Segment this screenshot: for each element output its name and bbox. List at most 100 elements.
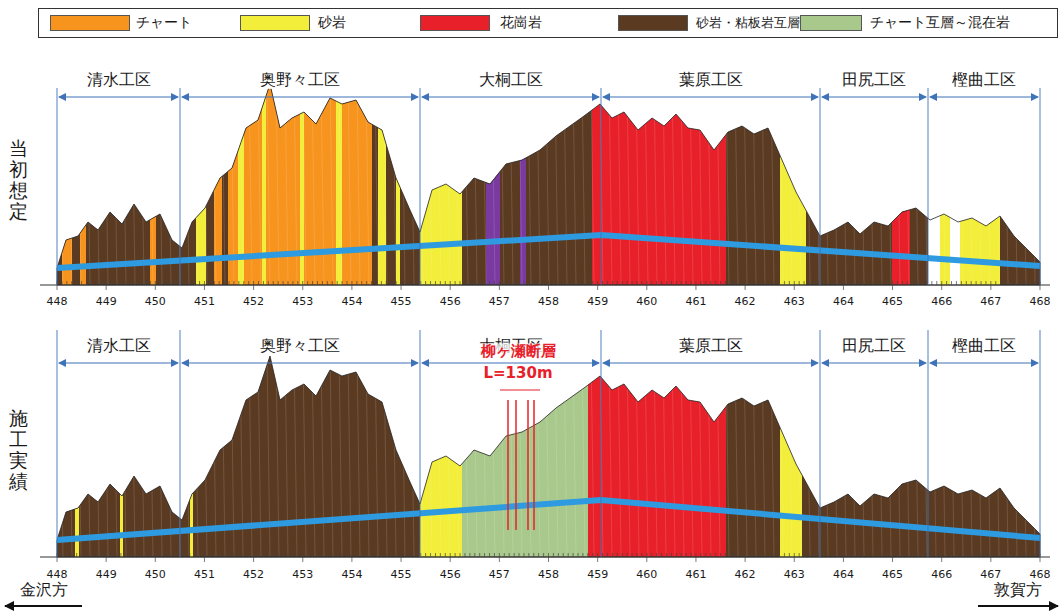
texture-stroke [546, 80, 549, 285]
section-boundary [57, 330, 58, 557]
axis-tick [430, 553, 431, 557]
axis-tick [676, 553, 677, 557]
axis-tick [248, 281, 249, 285]
axis-tick [1020, 553, 1021, 557]
axis-tick [892, 281, 893, 290]
axis-tick [553, 281, 554, 285]
texture-stroke [573, 80, 576, 285]
axis-tick [651, 553, 652, 557]
texture-stroke [222, 80, 225, 285]
axis-tick [1030, 553, 1031, 557]
axis-tick [106, 553, 107, 562]
texture-stroke [168, 352, 171, 557]
axis-tick [592, 553, 593, 557]
rock-band [726, 332, 780, 562]
texture-stroke [429, 80, 432, 285]
axis-tick [278, 281, 279, 285]
texture-stroke [753, 80, 756, 285]
axis-tick [740, 281, 741, 285]
axis-tick [612, 281, 613, 285]
axis-tick [489, 281, 490, 285]
axis-tick [823, 281, 824, 285]
texture-stroke [519, 80, 522, 285]
ground-outline [57, 84, 1040, 285]
texture-stroke [951, 80, 954, 285]
axis-tick [342, 281, 343, 285]
texture-stroke [924, 80, 927, 285]
texture-stroke [546, 352, 549, 557]
axis-tick [710, 281, 711, 285]
texture-stroke [438, 80, 441, 285]
axis-tick [170, 281, 171, 285]
rock-band [806, 60, 820, 290]
axis-tick [636, 281, 637, 285]
axis-tick [288, 281, 289, 285]
axis-tick [764, 281, 765, 285]
texture-stroke [87, 352, 90, 557]
axis-tick [302, 281, 303, 290]
axis-tick [509, 281, 510, 285]
rock-band [588, 332, 726, 562]
texture-stroke [564, 80, 567, 285]
texture-stroke [69, 80, 72, 285]
axis-tick [946, 281, 947, 285]
axis-tick [243, 281, 244, 285]
axis-tick [332, 553, 333, 557]
texture-stroke [843, 352, 846, 557]
axis-tick [794, 553, 795, 562]
legend-swatch [50, 15, 130, 31]
texture-stroke [294, 352, 297, 557]
rock-band [592, 60, 726, 290]
section-span-arrow [59, 362, 178, 363]
axis-tick [312, 281, 313, 285]
axis-tick [695, 553, 696, 562]
axis-tick [229, 281, 230, 285]
axis-tick [189, 281, 190, 285]
axis-tick [514, 553, 515, 557]
axis-tick [327, 281, 328, 285]
section-name: 葉原工区 [676, 71, 746, 89]
axis-tick [145, 553, 146, 557]
axis-tick [813, 281, 814, 285]
chainage-number: 449 [96, 569, 117, 582]
texture-stroke [384, 352, 387, 557]
rock-band [150, 60, 156, 290]
legend-text: 砂岩 [318, 14, 346, 32]
axis-tick [317, 553, 318, 557]
texture-stroke [177, 80, 180, 285]
axis-tick [582, 553, 583, 557]
rock-band [57, 60, 180, 290]
axis-tick [941, 553, 942, 562]
texture-stroke [150, 80, 153, 285]
axis-tick [705, 281, 706, 285]
rock-band [520, 60, 526, 290]
axis-tick [656, 281, 657, 285]
direction-label: 金沢方 [20, 581, 68, 599]
axis-tick [155, 281, 156, 290]
texture-stroke [852, 352, 855, 557]
axis-tick [312, 553, 313, 557]
texture-stroke [645, 80, 648, 285]
axis-tick [440, 281, 441, 285]
axis-tick [371, 553, 372, 557]
axis-tick [410, 281, 411, 285]
axis-tick [838, 281, 839, 285]
axis-tick [86, 553, 87, 557]
axis-tick [278, 553, 279, 557]
axis-tick [415, 553, 416, 557]
texture-stroke [528, 352, 531, 557]
section-boundary [420, 88, 421, 285]
chainage-number: 467 [980, 296, 1001, 309]
rock-band [196, 60, 206, 290]
fault-line [515, 400, 517, 530]
texture-stroke [636, 80, 639, 285]
axis-tick [818, 281, 819, 285]
texture-stroke [699, 352, 702, 557]
axis-tick [391, 553, 392, 557]
axis-tick [799, 281, 800, 285]
axis-tick [951, 553, 952, 557]
tunnel-line [57, 235, 1040, 268]
chainage-number: 449 [96, 296, 117, 309]
texture-stroke [366, 80, 369, 285]
chainage-number: 456 [440, 296, 461, 309]
